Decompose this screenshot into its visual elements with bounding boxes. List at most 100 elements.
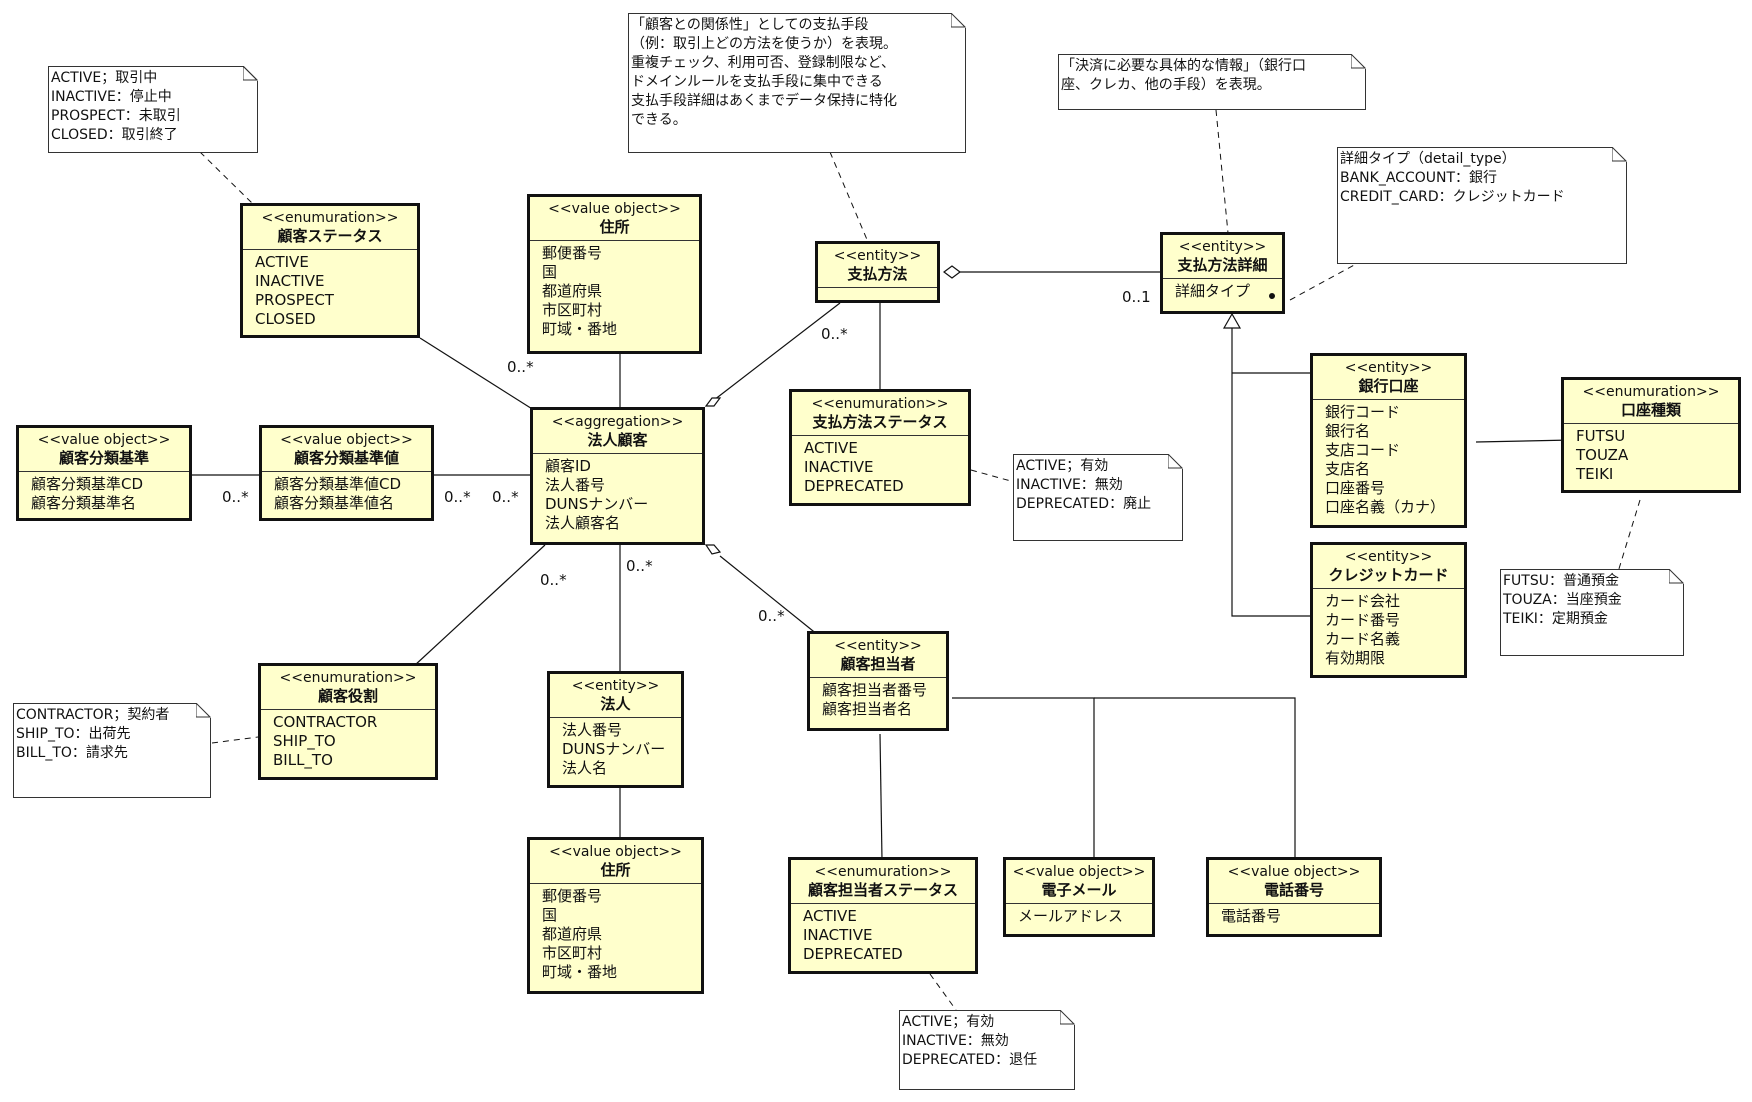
note-line: ACTIVE；取引中: [51, 70, 158, 86]
note-line: できる。: [631, 112, 687, 128]
stereotype: <<entity>>: [833, 248, 922, 264]
class-phone[interactable]: <<value object>>電話番号 電話番号: [1206, 857, 1382, 937]
class-payment-detail[interactable]: <<entity>>支払方法詳細 詳細タイプ: [1160, 232, 1285, 314]
stereotype: <<value object>>: [1012, 864, 1146, 880]
note-line: TEIKI：定期預金: [1503, 611, 1608, 627]
attribute: カード会社: [1325, 592, 1401, 610]
class-name: 法人顧客: [587, 431, 648, 449]
note-link-account-type: [1617, 499, 1641, 573]
attribute: 顧客分類基準名: [31, 494, 137, 512]
generalization-arrowhead: [1222, 312, 1242, 329]
multiplicity-label: 0..*: [821, 325, 848, 343]
note-line: 支払手段詳細はあくまでデータ保持に特化: [631, 93, 897, 109]
note-link-payment-status: [970, 469, 1019, 484]
note-rep-status: ACTIVE；有効 INACTIVE：無効 DEPRECATED：退任: [899, 1008, 1076, 1090]
note-payment-detail: 「決済に必要な具体的な情報」（銀行口 座、クレカ、他の手段）を表現。: [1058, 52, 1367, 110]
attribute: ACTIVE: [804, 439, 858, 457]
class-name: 住所: [600, 861, 631, 879]
class-payment-method[interactable]: <<entity>>支払方法: [815, 241, 940, 303]
attribute: TEIKI: [1576, 465, 1614, 483]
class-classification-value[interactable]: <<value object>>顧客分類基準値 顧客分類基準値CD 顧客分類基準…: [259, 425, 434, 521]
class-name: 顧客分類基準値: [293, 449, 399, 467]
stereotype: <<value object>>: [548, 201, 681, 217]
multiplicity-label: 0..*: [540, 571, 567, 589]
assoc-bank-accounttype: [1475, 439, 1573, 443]
note-line: DEPRECATED：廃止: [1016, 496, 1152, 512]
attribute: 法人顧客名: [545, 514, 621, 532]
attribute: 顧客分類基準CD: [31, 475, 144, 493]
class-account-type[interactable]: <<enumuration>>口座種類 FUTSU TOUZA TEIKI: [1561, 377, 1741, 493]
attribute: 郵便番号: [542, 887, 603, 905]
assoc-rep-customer: [719, 555, 819, 636]
assoc-role-customer: [413, 544, 546, 667]
class-corporation[interactable]: <<entity>>法人 法人番号 DUNSナンバー 法人名: [547, 671, 684, 788]
aggregation-diamond-customer-bottom: [704, 544, 722, 555]
stereotype: <<value object>>: [1227, 864, 1361, 880]
note-line: 「決済に必要な具体的な情報」（銀行口: [1061, 58, 1306, 74]
attribute: 法人名: [562, 759, 608, 777]
class-name: 顧客担当者ステータス: [807, 881, 958, 899]
class-payment-method-status[interactable]: <<enumuration>>支払方法ステータス ACTIVE INACTIVE…: [789, 389, 971, 506]
note-line: PROSPECT：未取引: [51, 108, 181, 124]
class-name: 顧客役割: [317, 687, 378, 705]
attribute: カード名義: [1325, 630, 1401, 648]
note-payment-method: 「顧客との関係性」としての支払手段 （例：取引上どの方法を使うか）を表現。 重複…: [628, 11, 967, 153]
attribute: BILL_TO: [273, 751, 333, 769]
note-line: CLOSED：取引終了: [51, 127, 178, 143]
note-line: 「顧客との関係性」としての支払手段: [631, 17, 869, 33]
class-bank-account[interactable]: <<entity>>銀行口座 銀行コード 銀行名 支店コード 支店名 口座番号 …: [1310, 353, 1467, 528]
attribute: 国: [542, 263, 558, 281]
note-line: DEPRECATED：退任: [902, 1052, 1038, 1068]
note-link-payment-detail: [1215, 109, 1229, 234]
note-line: 座、クレカ、他の手段）を表現。: [1061, 77, 1271, 93]
class-name: 支払方法ステータス: [812, 413, 948, 431]
multiplicity-label: 0..*: [444, 488, 471, 506]
attribute: DUNSナンバー: [545, 495, 649, 513]
assoc-payment-customer: [713, 302, 841, 401]
assoc-status-customer: [419, 337, 538, 413]
class-name: 口座種類: [1620, 401, 1681, 419]
attribute: 国: [542, 906, 558, 924]
class-customer-rep-status[interactable]: <<enumuration>>顧客担当者ステータス ACTIVE INACTIV…: [788, 857, 978, 974]
attribute: 詳細タイプ: [1175, 282, 1251, 300]
attribute: 郵便番号: [542, 244, 603, 262]
class-address-top[interactable]: <<value object>>住所 郵便番号 国 都道府県 市区町村 町域・番…: [527, 194, 702, 354]
note-link-rep-status: [929, 973, 957, 1011]
note-line: CONTRACTOR；契約者: [16, 707, 170, 723]
class-email[interactable]: <<value object>>電子メール メールアドレス: [1003, 857, 1155, 937]
stereotype: <<enumuration>>: [279, 670, 417, 686]
stereotype: <<entity>>: [834, 638, 922, 654]
class-credit-card[interactable]: <<entity>>クレジットカード カード会社 カード番号 カード名義 有効期…: [1310, 542, 1467, 678]
attribute: SHIP_TO: [273, 732, 336, 750]
aggregation-diamond-customer-top: [704, 397, 722, 407]
assoc-rep-phone: [1094, 697, 1296, 860]
note-line: TOUZA：当座預金: [1503, 592, 1622, 608]
multiplicity-label: 0..1: [1122, 288, 1151, 306]
note-line: BANK_ACCOUNT：銀行: [1340, 170, 1498, 186]
attribute: ACTIVE: [803, 907, 857, 925]
class-address-bottom[interactable]: <<value object>>住所 郵便番号 国 都道府県 市区町村 町域・番…: [527, 837, 704, 994]
stereotype: <<value object>>: [549, 844, 682, 860]
class-customer-rep[interactable]: <<entity>>顧客担当者 顧客担当者番号 顧客担当者名: [807, 631, 949, 731]
stereotype: <<value object>>: [280, 432, 413, 448]
class-customer-role[interactable]: <<enumuration>>顧客役割 CONTRACTOR SHIP_TO B…: [258, 663, 438, 780]
multiplicity-label: 0..*: [222, 488, 249, 506]
class-name: クレジットカード: [1328, 566, 1449, 584]
attribute: 口座名義（カナ）: [1325, 498, 1446, 516]
note-customer-role: CONTRACTOR；契約者 SHIP_TO：出荷先 BILL_TO：請求先: [13, 701, 212, 798]
class-name: 顧客分類基準: [58, 449, 149, 467]
multiplicity-label: 0..*: [626, 557, 653, 575]
note-line: ドメインルールを支払手段に集中できる: [631, 74, 883, 90]
attribute: DEPRECATED: [803, 945, 903, 963]
class-customer-status[interactable]: <<enumuration>>顧客ステータス ACTIVE INACTIVE P…: [240, 203, 420, 338]
attribute: CONTRACTOR: [273, 713, 378, 731]
attribute: 顧客担当者名: [822, 700, 913, 718]
note-link-customer-role: [211, 736, 259, 744]
class-name: 住所: [599, 218, 630, 236]
class-name: 電話番号: [1263, 881, 1324, 899]
class-corporate-customer[interactable]: <<aggregation>>法人顧客 顧客ID 法人番号 DUNSナンバー 法…: [530, 407, 705, 545]
attribute: 町域・番地: [542, 963, 618, 981]
class-classification-criteria[interactable]: <<value object>>顧客分類基準 顧客分類基準CD 顧客分類基準名: [16, 425, 192, 521]
note-line: BILL_TO：請求先: [16, 745, 128, 761]
note-link-customer-status: [199, 151, 253, 204]
